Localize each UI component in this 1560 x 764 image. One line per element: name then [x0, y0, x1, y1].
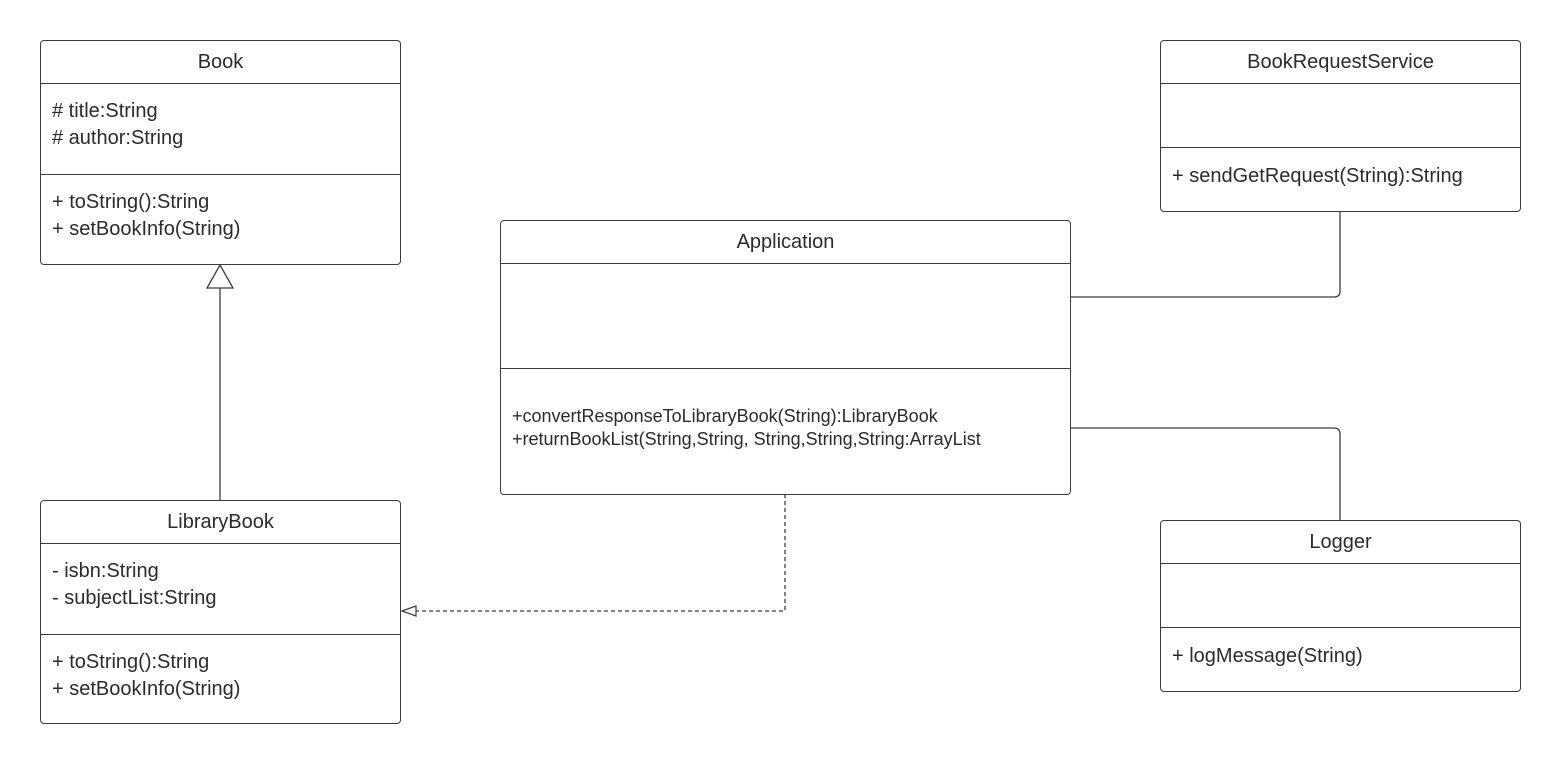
operation: + setBookInfo(String): [52, 218, 241, 240]
class-bookrequestservice[interactable]: BookRequestService + sendGetRequest(Stri…: [1160, 40, 1521, 212]
operations-compartment: + sendGetRequest(String):String: [1161, 148, 1520, 190]
attributes-compartment: [501, 264, 1070, 369]
operation: +convertResponseToLibraryBook(String):Li…: [512, 406, 938, 426]
dependency-line: [412, 494, 786, 612]
attribute: # author:String: [52, 127, 184, 149]
operation: + toString():String: [52, 651, 210, 673]
operation: + setBookInfo(String): [52, 678, 241, 700]
generalization-librarybook-to-book: [205, 263, 235, 500]
hollow-triangle-arrowhead: [205, 263, 235, 289]
open-arrowhead: [400, 605, 417, 617]
dependency-application-to-librarybook: [400, 494, 786, 617]
association-application-logger: [1070, 427, 1341, 520]
attribute: - subjectList:String: [52, 587, 217, 609]
class-name: Logger: [1161, 521, 1520, 564]
operations-compartment: +convertResponseToLibraryBook(String):Li…: [501, 369, 1070, 451]
operation: + sendGetRequest(String):String: [1172, 165, 1463, 187]
operations-compartment: + logMessage(String): [1161, 628, 1520, 670]
class-book[interactable]: Book # title:String # author:String + to…: [40, 40, 401, 265]
attribute: # title:String: [52, 100, 158, 122]
attribute: - isbn:String: [52, 560, 159, 582]
attributes-compartment: - isbn:String - subjectList:String: [41, 544, 400, 635]
class-logger[interactable]: Logger + logMessage(String): [1160, 520, 1521, 692]
operation: + logMessage(String): [1172, 645, 1363, 667]
class-name: BookRequestService: [1161, 41, 1520, 84]
class-name: Book: [41, 41, 400, 84]
operations-compartment: + toString():String + setBookInfo(String…: [41, 635, 400, 703]
operation: +returnBookList(String,String, String,St…: [512, 429, 981, 449]
attributes-compartment: # title:String # author:String: [41, 84, 400, 175]
attributes-compartment: [1161, 564, 1520, 628]
class-name: LibraryBook: [41, 501, 400, 544]
attributes-compartment: [1161, 84, 1520, 148]
class-application[interactable]: Application +convertResponseToLibraryBoo…: [500, 220, 1071, 495]
class-name: Application: [501, 221, 1070, 264]
association-application-bookrequestservice: [1070, 211, 1341, 298]
class-librarybook[interactable]: LibraryBook - isbn:String - subjectList:…: [40, 500, 401, 724]
operation: + toString():String: [52, 191, 210, 213]
operations-compartment: + toString():String + setBookInfo(String…: [41, 175, 400, 243]
